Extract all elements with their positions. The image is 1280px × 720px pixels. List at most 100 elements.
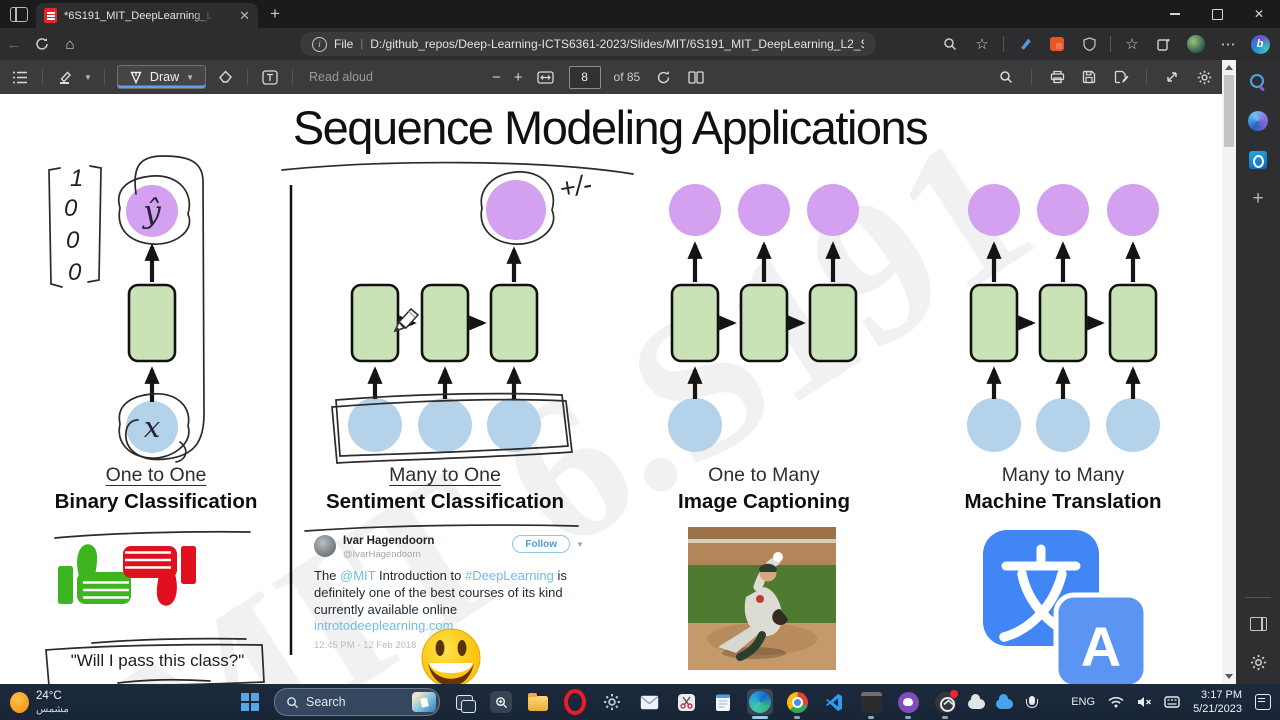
- col2-subtitle: Many to One: [389, 464, 501, 486]
- page-view-icon[interactable]: [686, 66, 706, 88]
- read-aloud-button[interactable]: Read aloud: [309, 70, 373, 84]
- page-number-input[interactable]: 8: [568, 65, 601, 89]
- notepad-icon[interactable]: [710, 689, 736, 715]
- magnifier-app-icon[interactable]: [488, 689, 514, 715]
- maximize-button[interactable]: [1196, 0, 1238, 28]
- ink-annotations: 1 0 0 0 +/-: [45, 155, 634, 684]
- url-separator: |: [360, 38, 364, 50]
- search-icon: [287, 696, 299, 708]
- tray-time: 3:17 PM: [1201, 688, 1242, 701]
- pdf-settings-gear-icon[interactable]: [1194, 66, 1214, 88]
- tweet-author-handle: @IvarHagendoorn: [343, 548, 421, 560]
- minimize-button[interactable]: [1154, 0, 1196, 28]
- start-button[interactable]: [237, 689, 263, 715]
- tab-workspaces-icon[interactable]: [10, 7, 28, 22]
- mail-icon[interactable]: [636, 689, 662, 715]
- highlight-dropdown-icon[interactable]: ▼: [84, 72, 92, 82]
- chrome-icon[interactable]: [784, 689, 810, 715]
- scroll-down-icon[interactable]: [1225, 674, 1233, 679]
- highlight-tool-icon[interactable]: [55, 66, 75, 88]
- rotate-page-icon[interactable]: [653, 66, 673, 88]
- eraser-icon[interactable]: [215, 66, 235, 88]
- address-bar[interactable]: i File | D:/github_repos/Deep-Learning-I…: [300, 32, 876, 56]
- divider: [1031, 69, 1032, 85]
- page-count-label: of 85: [613, 70, 641, 84]
- scrollbar-thumb[interactable]: [1224, 75, 1234, 147]
- new-tab-button[interactable]: +: [270, 4, 280, 23]
- favorites-bar-icon[interactable]: ☆: [1125, 36, 1139, 53]
- fullscreen-icon[interactable]: [1162, 66, 1182, 88]
- wifi-icon[interactable]: [1105, 689, 1127, 715]
- save-icon[interactable]: [1079, 66, 1099, 88]
- scroll-up-icon[interactable]: [1225, 65, 1233, 70]
- sidebar-add-icon[interactable]: +: [1252, 188, 1264, 209]
- add-text-icon[interactable]: [260, 66, 280, 88]
- divider: [1146, 69, 1147, 85]
- microphone-icon[interactable]: [1021, 689, 1043, 715]
- editor-extension-icon[interactable]: [1011, 32, 1039, 56]
- sidebar-search-icon[interactable]: [1246, 70, 1270, 94]
- language-indicator[interactable]: ENG: [1071, 696, 1096, 708]
- edge-icon[interactable]: [747, 689, 773, 715]
- pencil-cursor: [393, 307, 420, 333]
- refresh-button[interactable]: [28, 32, 56, 56]
- snipping-tool-icon[interactable]: [673, 689, 699, 715]
- edge-sidebar: +: [1236, 60, 1280, 684]
- vscode-icon[interactable]: [821, 689, 847, 715]
- col1-subtitle: One to One: [105, 464, 207, 486]
- weather-widget[interactable]: 24°C مشمس: [0, 689, 69, 715]
- sidebar-outlook-icon[interactable]: [1246, 148, 1270, 172]
- sidebar-settings-gear-icon[interactable]: [1246, 650, 1270, 674]
- home-button[interactable]: ⌂: [65, 35, 75, 53]
- print-icon[interactable]: [1047, 66, 1067, 88]
- github-desktop-icon[interactable]: [895, 689, 921, 715]
- draw-tool-button[interactable]: Draw ▼: [116, 65, 207, 89]
- zoom-in-icon[interactable]: +: [513, 68, 523, 86]
- volume-muted-icon[interactable]: [1133, 689, 1155, 715]
- table-of-contents-icon[interactable]: [10, 66, 30, 88]
- search-highlight-image[interactable]: [412, 692, 436, 712]
- sidebar-panel-icon[interactable]: [1246, 612, 1270, 636]
- active-tab[interactable]: *6S191_MIT_DeepLearning_L2_Seq ✕: [36, 3, 258, 28]
- tweet-hashtag: #DeepLearning: [464, 567, 554, 583]
- zoom-out-icon[interactable]: −: [492, 68, 501, 86]
- find-search-icon[interactable]: [936, 32, 964, 56]
- divider: [247, 69, 249, 85]
- bing-copilot-icon[interactable]: b: [1246, 32, 1274, 56]
- settings-gear-icon[interactable]: [599, 689, 625, 715]
- fit-to-width-icon[interactable]: [536, 66, 556, 88]
- tweet-text: The: [314, 567, 341, 583]
- close-button[interactable]: ✕: [1253, 7, 1265, 21]
- onedrive-blue-icon[interactable]: [993, 689, 1015, 715]
- collections-icon[interactable]: [1150, 32, 1178, 56]
- touch-keyboard-icon[interactable]: [1161, 689, 1183, 715]
- tray-chevron-icon[interactable]: [937, 689, 959, 715]
- more-menu-icon[interactable]: ⋯: [1220, 36, 1236, 53]
- pdf-scrollbar[interactable]: [1222, 60, 1236, 684]
- tweet-card: Ivar Hagendoorn @IvarHagendoorn Follow ▼…: [314, 535, 584, 651]
- page-info-icon[interactable]: i: [312, 36, 327, 52]
- file-explorer-icon[interactable]: [525, 689, 551, 715]
- clock-widget[interactable]: 3:17 PM 5/21/2023: [1193, 688, 1242, 717]
- search-document-icon[interactable]: [996, 66, 1016, 88]
- draw-dropdown-icon[interactable]: ▼: [186, 72, 195, 82]
- profile-avatar[interactable]: [1182, 32, 1210, 56]
- save-as-icon[interactable]: [1111, 66, 1131, 88]
- onedrive-icon[interactable]: [965, 689, 987, 715]
- office-extension-icon[interactable]: [1043, 32, 1071, 56]
- tweet-text: is definitely one of the best courses of…: [314, 567, 567, 617]
- task-view-icon[interactable]: [451, 689, 477, 715]
- opera-icon[interactable]: [562, 689, 588, 715]
- terminal-icon[interactable]: [858, 689, 884, 715]
- favorites-star-icon[interactable]: ☆: [975, 36, 989, 53]
- taskbar-search-box[interactable]: Search: [274, 688, 440, 716]
- tab-close-icon[interactable]: ✕: [239, 8, 250, 23]
- sidebar-copilot-icon[interactable]: [1246, 109, 1270, 133]
- notification-center-icon[interactable]: [1252, 689, 1274, 715]
- back-button[interactable]: ←: [6, 35, 22, 53]
- pdf-toolbar: ▼ Draw ▼ Read aloud: [0, 60, 1222, 94]
- pdf-page[interactable]: MIT 6.S191: [0, 94, 1222, 684]
- shield-extension-icon[interactable]: [1075, 32, 1103, 56]
- divider: [1110, 36, 1111, 52]
- thumbs-up-icon: [58, 544, 131, 604]
